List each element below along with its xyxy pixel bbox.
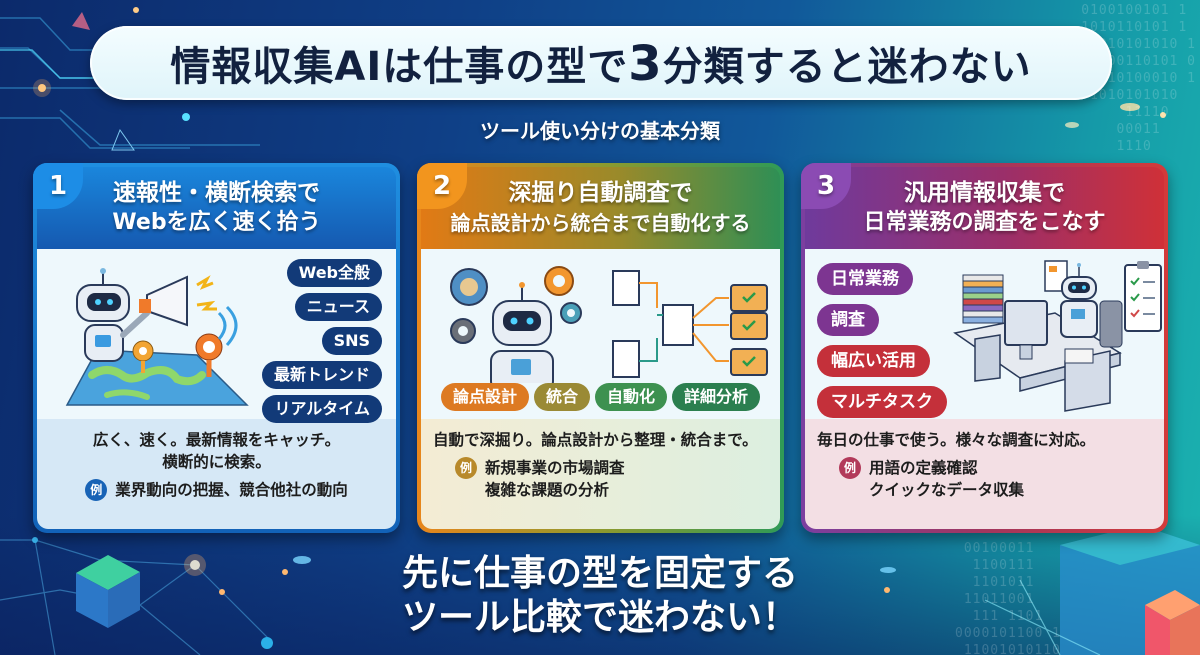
card-illustration-area: 日常業務 調査 幅広い活用 マルチタスク [805, 249, 1164, 419]
card-header: 1 速報性・横断検索で Webを広く速く拾う [33, 163, 396, 249]
number-badge: 3 [801, 163, 851, 209]
subtitle: ツール使い分けの基本分類 [480, 119, 720, 143]
card-footer: 自動で深掘り。論点設計から整理・統合まで。 例 新規事業の市場調査 複雑な課題の… [421, 419, 780, 529]
robot-megaphone-map-icon [65, 268, 249, 406]
tag: 幅広い活用 [817, 345, 930, 377]
tag-list: 日常業務 調査 幅広い活用 マルチタスク [817, 263, 947, 418]
tag-list: Web全般 ニュース SNS 最新トレンド リアルタイム [261, 259, 382, 423]
example-row: 例 新規事業の市場調査 複雑な課題の分析 [433, 457, 768, 501]
card-illustration-area: Web全般 ニュース SNS 最新トレンド リアルタイム [37, 249, 396, 423]
card-heading-line2: Webを広く速く拾う [112, 210, 321, 235]
card-heading-line2: 論点設計から統合まで自動化する [450, 211, 751, 235]
example-text: 用語の定義確認 [869, 459, 978, 477]
card-description-line1: 自動で深掘り。論点設計から整理・統合まで。 [433, 431, 758, 449]
card-description-line1: 毎日の仕事で使う。様々な調査に対応。 [817, 431, 1096, 449]
tag: 調査 [817, 304, 879, 336]
bottom-message-line2: ツール比較で迷わない！ [401, 597, 798, 638]
tag: 統合 [533, 383, 590, 411]
example-list: 用語の定義確認 クイックなデータ収集 [869, 457, 1024, 501]
card-footer: 毎日の仕事で使う。様々な調査に対応。 例 用語の定義確認 クイックなデータ収集 [805, 419, 1164, 529]
tag: ニュース [294, 293, 382, 321]
bottom-message-line1: 先に仕事の型を固定する [401, 553, 798, 594]
tag: SNS [321, 327, 382, 355]
example-row: 例 業界動向の把握、競合他社の動向 [49, 479, 384, 501]
robot-desk-checklist-icon [953, 260, 1162, 412]
number-badge: 2 [417, 163, 467, 209]
tag-list: 論点設計 統合 自動化 詳細分析 [429, 383, 772, 411]
card-heading-line1: 速報性・横断検索で [113, 180, 320, 206]
binary-decoration-top: 0100100101 1 1010110101 1 0010101010 1 1… [1081, 3, 1196, 154]
page-title: 情報収集AIは仕事の型で3分類すると迷わない [170, 34, 1031, 92]
building-decoration [1060, 525, 1200, 655]
card-header: 3 汎用情報収集で 日常業務の調査をこなす [801, 163, 1164, 249]
card-description-line2: 横断的に検索。 [162, 453, 271, 471]
tag: マルチタスク [817, 386, 947, 418]
card-heading-line1: 深掘り自動調査で [508, 180, 693, 206]
example-badge: 例 [839, 457, 861, 479]
number-badge: 1 [33, 163, 83, 209]
title-number: 3 [628, 36, 663, 92]
tag: Web全般 [286, 259, 382, 287]
bottom-message: 先に仕事の型を固定する ツール比較で迷わない！ [0, 552, 1200, 640]
category-card-2: 2 深掘り自動調査で 論点設計から統合まで自動化する [417, 163, 784, 533]
title-banner: 情報収集AIは仕事の型で3分類すると迷わない [90, 26, 1112, 100]
example-row: 例 用語の定義確認 クイックなデータ収集 [817, 457, 1152, 501]
tag: 論点設計 [440, 383, 529, 411]
card-heading-line1: 汎用情報収集で [904, 180, 1065, 206]
card-illustration-area: 論点設計 統合 自動化 詳細分析 [421, 249, 780, 419]
tag: 最新トレンド [261, 361, 382, 389]
tag: 詳細分析 [672, 383, 761, 411]
category-card-3: 3 汎用情報収集で 日常業務の調査をこなす 日常業務 調査 幅広い活用 マルチタ… [801, 163, 1168, 533]
tag: 自動化 [595, 383, 668, 411]
title-text-post: 分類すると迷わない [662, 44, 1032, 90]
example-text: 新規事業の市場調査 [485, 459, 625, 477]
example-badge: 例 [85, 479, 108, 501]
background-gradient [0, 515, 1200, 655]
tag: 日常業務 [817, 263, 913, 295]
example-text: クイックなデータ収集 [869, 481, 1025, 499]
example-list: 新規事業の市場調査 複雑な課題の分析 [485, 457, 625, 501]
example-text: 業界動向の把握、競合他社の動向 [115, 481, 348, 499]
binary-decoration-bottom: 00100011 1100111 1101011 11011001 111 11… [955, 541, 1061, 655]
tag: リアルタイム [262, 395, 382, 423]
example-badge: 例 [455, 457, 477, 479]
cube-decoration [76, 555, 140, 628]
title-text-pre: 情報収集AIは仕事の型で [170, 44, 629, 90]
example-text: 複雑な課題の分析 [485, 481, 610, 499]
card-heading-line2: 日常業務の調査をこなす [863, 210, 1106, 235]
card-header: 2 深掘り自動調査で 論点設計から統合まで自動化する [417, 163, 780, 249]
card-footer: 広く、速く。最新情報をキャッチ。 横断的に検索。 例 業界動向の把握、競合他社の… [37, 419, 396, 529]
category-card-1: 1 速報性・横断検索で Webを広く速く拾う We [33, 163, 400, 533]
robot-gears-document-flow-icon [450, 266, 768, 383]
card-description-line1: 広く、速く。最新情報をキャッチ。 [92, 431, 341, 449]
